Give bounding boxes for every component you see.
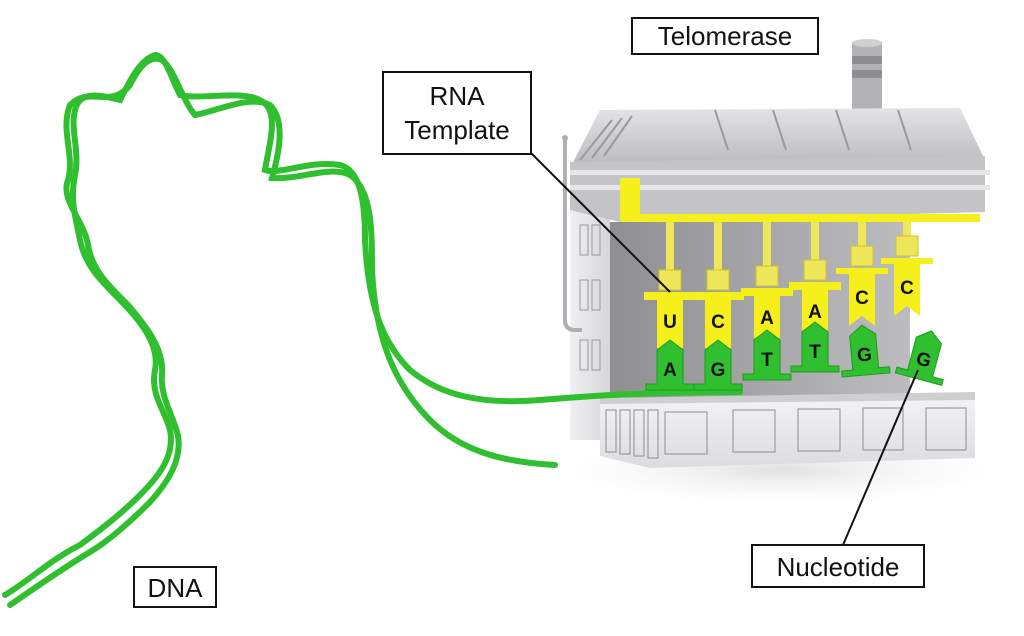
template-rod (763, 222, 771, 270)
yellow-trim (620, 178, 640, 222)
template-connector (658, 269, 682, 291)
rna-base-letter: C (855, 288, 869, 309)
base-pair-unit: CG (836, 222, 891, 378)
rna-base-letter: C (711, 312, 725, 333)
dna-strand-b (7, 55, 558, 608)
nucleotide-letter: T (809, 342, 821, 363)
rna-base-letter: A (808, 302, 822, 323)
nucleotide-body (742, 329, 792, 381)
nucleotide-body (693, 339, 743, 391)
base-pair-unit: AT (741, 222, 793, 381)
rna-template-label-line1: RNA (429, 81, 485, 111)
template-rod (903, 222, 911, 240)
template-rod (666, 222, 674, 274)
base-pair-unit: CG (692, 222, 744, 391)
rna-base-letter: C (900, 278, 914, 299)
rna-base-letter: A (760, 308, 774, 329)
template-connector (895, 235, 919, 257)
nucleotide-label: Nucleotide (751, 544, 925, 588)
nucleotide-letter: T (761, 350, 773, 371)
rna-template-base (644, 292, 696, 348)
template-rod (858, 222, 866, 250)
rna-template-base (741, 288, 793, 338)
nucleotide: T (790, 321, 840, 373)
rna-template-base (836, 268, 888, 326)
rna-base-letter: U (663, 312, 677, 333)
nucleotide: A (645, 339, 695, 391)
rna-template-label-line2: Template (404, 115, 510, 145)
rna-template-base (692, 292, 744, 348)
telomerase-machine (562, 39, 990, 468)
nucleotide-leader-line (842, 369, 919, 546)
side-pipe (563, 140, 582, 332)
dna-strand (2, 51, 743, 608)
nucleotide: G (841, 324, 891, 378)
template-rod (811, 222, 819, 264)
nucleotide-letter: G (711, 360, 726, 381)
template-connector (850, 245, 874, 267)
telomerase-label: Telomerase (631, 17, 819, 55)
dna-label: DNA (133, 566, 217, 608)
nucleotide: G (693, 339, 743, 391)
nucleotide-letter: G (856, 344, 873, 366)
nucleotide-letter: A (663, 360, 677, 381)
nucleotide-body (841, 324, 891, 378)
template-rod (714, 222, 722, 274)
template-connector (706, 269, 730, 291)
template-connector (803, 259, 827, 281)
rna-template-leader-line (527, 149, 671, 293)
nucleotide: G (894, 330, 944, 386)
nucleotide-body (894, 330, 944, 386)
rna-template-base (881, 258, 933, 316)
roof (570, 108, 985, 168)
template-connector (755, 265, 779, 287)
base-pair-unit: CG (881, 222, 944, 386)
base-platform (600, 400, 975, 468)
nucleotide: T (742, 329, 792, 381)
base-pair-unit: UA (644, 222, 696, 391)
nucleotide-body (790, 321, 840, 373)
base-pair-unit: AT (789, 222, 841, 373)
nucleotide-letter: G (914, 348, 934, 372)
rna-template-base (789, 282, 841, 330)
rna-template-label: RNA Template (382, 71, 532, 155)
